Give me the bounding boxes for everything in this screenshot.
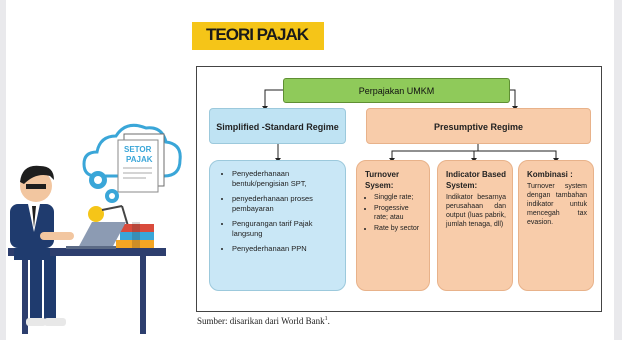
- source-caption: Sumber: disarikan dari World Bank1.: [197, 316, 330, 326]
- document-icon: SETOR PAJAK: [117, 133, 165, 193]
- connector-presumptive-indicator: [473, 150, 478, 160]
- connector-presumptive-turnover: [391, 144, 479, 160]
- list-item: Progessive rate; atau: [374, 204, 423, 222]
- list-item: Rate by sector: [374, 224, 423, 233]
- desk-icon: [8, 248, 166, 334]
- source-footnote: 1: [324, 316, 328, 322]
- connector-presumptive-kombinasi: [478, 150, 557, 160]
- connector-root-simplified: [264, 89, 283, 108]
- left-frame-border: [0, 0, 6, 340]
- list-item: Penyederhanaan bentuk/pengisian SPT,: [232, 169, 339, 189]
- list-item: Singgle rate;: [374, 193, 423, 202]
- list-item: penyederhanaan proses pembayaran: [232, 194, 339, 214]
- presumptive-regime-node: Presumptive Regime: [366, 108, 591, 144]
- gear-icon: [89, 171, 119, 203]
- simplified-details: Penyederhanaan bentuk/pengisian SPT, pen…: [209, 160, 346, 291]
- person-icon: [10, 165, 74, 326]
- page-title: TEORI PAJAK: [206, 25, 309, 44]
- simplified-list: Penyederhanaan bentuk/pengisian SPT, pen…: [222, 169, 339, 254]
- lamp-icon: [88, 205, 129, 227]
- indicator-title: Indicator Based System:: [446, 170, 507, 190]
- title-banner: TEORI PAJAK: [192, 22, 324, 50]
- turnover-list: Singgle rate; Progessive rate; atau Rate…: [365, 193, 423, 233]
- connector-root-presumptive: [510, 89, 516, 108]
- source-text: Sumber: disarikan dari World Bank: [197, 316, 325, 326]
- indicator-text: Indikator besarnya perusahaan dan output…: [446, 194, 506, 228]
- simplified-regime-node: Simplified -Standard Regime: [209, 108, 346, 144]
- laptop-icon: [66, 222, 126, 249]
- right-frame-border: [614, 0, 622, 340]
- pajak-label: PAJAK: [126, 155, 153, 164]
- list-item: Penyederhanaan PPN: [232, 244, 339, 254]
- kombinasi-node: Kombinasi : Turnover system dengan tamba…: [518, 160, 594, 291]
- kombinasi-text: Turnover system dengan tambahan indikato…: [527, 183, 587, 226]
- turnover-title: Turnover Sysem:: [365, 170, 400, 190]
- tax-illustration: SETOR PAJAK: [8, 123, 182, 334]
- setor-label: SETOR: [124, 145, 152, 154]
- indicator-system-node: Indicator Based System: Indikator besarn…: [437, 160, 513, 291]
- kombinasi-title: Kombinasi :: [527, 170, 573, 179]
- turnover-system-node: Turnover Sysem: Singgle rate; Progessive…: [356, 160, 430, 291]
- books-icon: [116, 222, 154, 248]
- root-node: Perpajakan UMKM: [283, 78, 510, 103]
- list-item: Pengurangan tarif Pajak langsung: [232, 219, 339, 239]
